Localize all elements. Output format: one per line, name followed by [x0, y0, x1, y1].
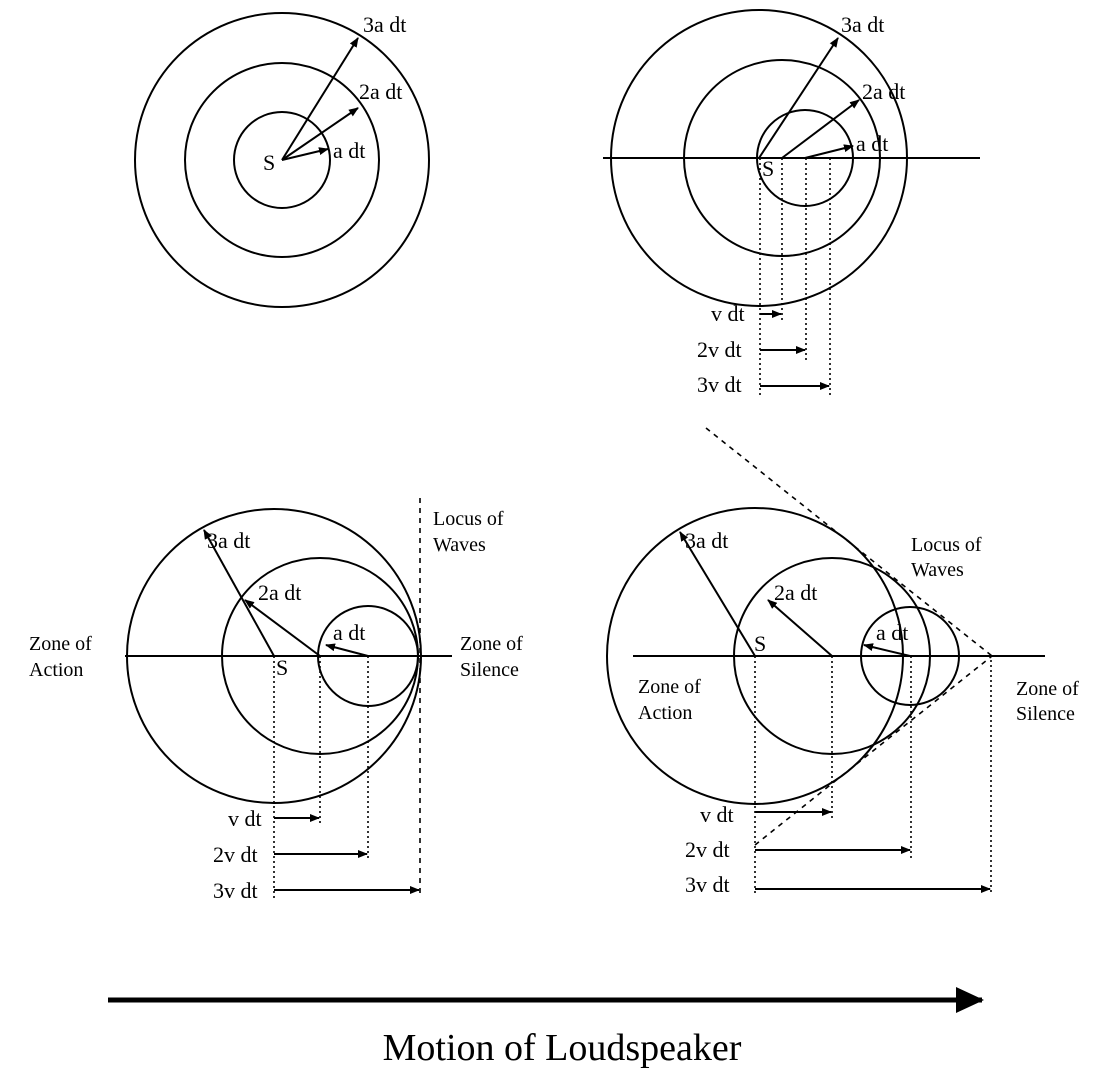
wavefront-2: [733, 557, 931, 755]
radius-label-1: a dt: [333, 620, 365, 645]
radius-label-1: a dt: [333, 138, 365, 163]
zone-silence-label-line-1: Zone of: [460, 633, 523, 655]
source-label: S: [276, 655, 288, 680]
panel-subsonic-source: S a dt 2a dt 3a dt v dt 2v dt 3v dt: [603, 9, 980, 398]
wavefront-2: [683, 59, 881, 257]
displacement-label-3: 3v dt: [697, 372, 742, 397]
source-label: S: [754, 631, 766, 656]
wavefront-3: [606, 507, 904, 805]
radius-label-3: 3a dt: [685, 528, 728, 553]
displacement-label-2: 2v dt: [213, 842, 258, 867]
radius-arrow-1: [804, 144, 854, 159]
radius-arrow-3: [203, 529, 275, 657]
motion-label: Motion of Loudspeaker: [383, 1027, 742, 1069]
displacement-label-1: v dt: [228, 806, 262, 831]
radius-label-1: a dt: [856, 131, 888, 156]
radius-arrow-2: [281, 107, 359, 161]
shock-cone-lower: [754, 655, 993, 846]
radius-arrow-1: [281, 147, 329, 161]
panel-supersonic-source: S a dt 2a dt 3a dt v dt 2v dt 3v dt Locu…: [606, 427, 1079, 897]
radius-label-2: 2a dt: [862, 79, 905, 104]
locus-label-line-1: Locus of: [433, 508, 504, 530]
radius-label-2: 2a dt: [359, 79, 402, 104]
zone-silence-label-line-2: Silence: [1016, 703, 1075, 725]
radius-label-3: 3a dt: [363, 12, 406, 37]
zone-silence-label-line-2: Silence: [460, 659, 519, 681]
locus-label-line-2: Waves: [433, 534, 486, 556]
displacement-label-1: v dt: [700, 802, 734, 827]
zone-action-label-line-2: Action: [29, 659, 83, 681]
displacement-label-3: 3v dt: [213, 878, 258, 903]
radius-arrow-2: [781, 99, 860, 159]
zone-action-label-line-2: Action: [638, 702, 692, 724]
radius-arrow-2: [244, 599, 321, 657]
zone-action-label-line-1: Zone of: [638, 676, 701, 698]
radius-label-1: a dt: [876, 620, 908, 645]
radius-arrow-3: [758, 37, 839, 159]
radius-arrow-1: [863, 643, 911, 657]
radius-label-3: 3a dt: [841, 12, 884, 37]
wavefront-3: [610, 9, 908, 307]
wavefront-1: [233, 111, 331, 209]
wavefront-1: [860, 606, 960, 706]
shock-cone-upper: [705, 427, 993, 657]
radius-arrow-2: [767, 599, 833, 657]
displacement-label-2: 2v dt: [685, 837, 730, 862]
radius-label-2: 2a dt: [258, 580, 301, 605]
source-label: S: [263, 150, 275, 175]
wavefront-3: [134, 12, 430, 308]
displacement-label-3: 3v dt: [685, 872, 730, 897]
radius-arrow-3: [679, 531, 756, 657]
source-label: S: [762, 156, 774, 181]
zone-silence-label-line-1: Zone of: [1016, 678, 1079, 700]
zone-action-label-line-1: Zone of: [29, 633, 92, 655]
panel-stationary-source: S a dt 2a dt 3a dt: [134, 12, 430, 308]
locus-label-line-2: Waves: [911, 559, 964, 581]
locus-label-line-1: Locus of: [911, 534, 982, 556]
radius-label-2: 2a dt: [774, 580, 817, 605]
panel-sonic-source: S a dt 2a dt 3a dt v dt 2v dt 3v dt Locu…: [29, 498, 523, 903]
radius-arrow-1: [325, 643, 369, 657]
displacement-label-2: 2v dt: [697, 337, 742, 362]
wavefront-1: [756, 109, 854, 207]
wavefront-2: [184, 62, 380, 258]
radius-label-3: 3a dt: [207, 528, 250, 553]
radius-arrow-3: [281, 37, 359, 161]
displacement-label-1: v dt: [711, 301, 745, 326]
